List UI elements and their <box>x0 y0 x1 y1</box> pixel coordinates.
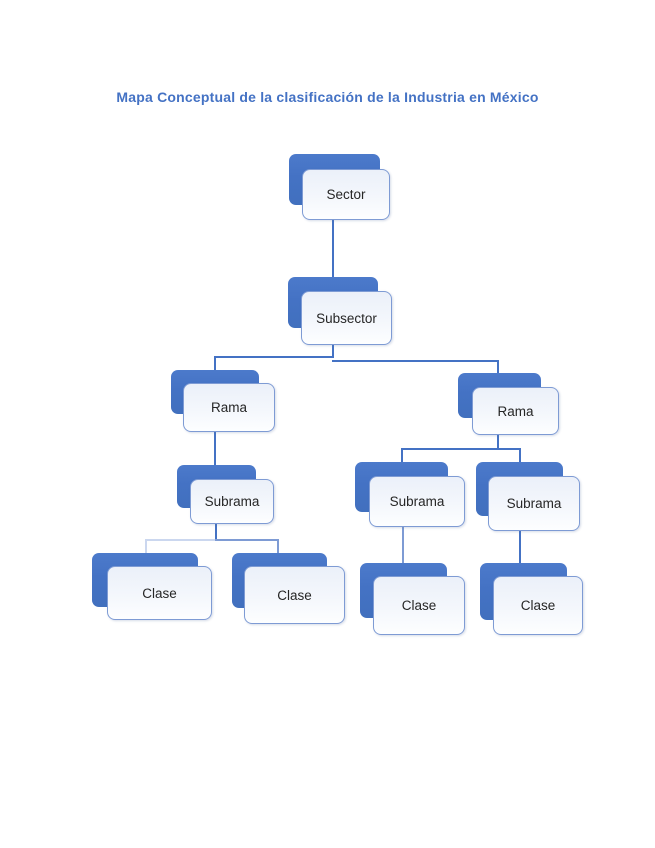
node-label: Subrama <box>506 496 562 511</box>
page-title: Mapa Conceptual de la clasificación de l… <box>116 89 539 105</box>
node-label: Subrama <box>389 494 445 509</box>
connector-drop-clase-left-1 <box>145 539 147 566</box>
connector-subrama1-clase1 <box>402 510 404 575</box>
node-rama-left: Rama <box>171 370 275 432</box>
node-clase-right-1: Clase <box>360 563 465 635</box>
node-rama-right: Rama <box>458 373 559 435</box>
node-label: Subrama <box>204 494 260 509</box>
node-subsector: Subsector <box>288 277 392 345</box>
node-subrama-right-2: Subrama <box>476 462 580 531</box>
node-clase-left-2: Clase <box>232 553 345 624</box>
node-label-box: Clase <box>373 576 465 635</box>
node-label-box: Clase <box>107 566 212 620</box>
node-label: Rama <box>497 403 534 419</box>
node-label: Clase <box>142 585 177 601</box>
node-label-box: Rama <box>472 387 559 435</box>
node-label-box: Clase <box>244 566 345 624</box>
node-label: Clase <box>520 598 556 613</box>
node-label: Clase <box>401 598 437 613</box>
connector-subsector-branch-left <box>214 356 334 358</box>
node-label-box: Subsector <box>301 291 392 345</box>
connector-rama-left-subrama-left <box>214 415 216 480</box>
node-clase-right-2: Clase <box>480 563 583 635</box>
connector-drop-subrama-right-2 <box>519 448 521 474</box>
connector-subrama-branch-right <box>401 448 521 450</box>
node-subrama-left: Subrama <box>177 465 274 524</box>
node-label: Clase <box>277 587 312 603</box>
node-sector: Sector <box>289 154 390 220</box>
connector-drop-clase-left-2 <box>277 539 279 566</box>
node-label-box: Subrama <box>488 476 580 531</box>
node-label-box: Subrama <box>369 476 465 527</box>
connector-subsector-branch-right <box>332 360 499 362</box>
node-label: Rama <box>210 400 247 415</box>
node-label-box: Sector <box>302 169 390 220</box>
node-label-box: Subrama <box>190 479 274 524</box>
connector-subrama2-clase2 <box>519 510 521 575</box>
node-subrama-right-1: Subrama <box>355 462 465 527</box>
connector-drop-subrama-right-1 <box>401 448 403 474</box>
node-label-box: Clase <box>493 576 583 635</box>
connector-sector-subsector <box>332 200 334 290</box>
connector-clase-branch-left <box>145 539 217 541</box>
node-label: Subsector <box>316 310 377 326</box>
node-label-box: Rama <box>183 383 275 432</box>
connector-rama-right-stem <box>497 425 499 450</box>
node-label: Sector <box>326 187 366 202</box>
connector-clase-branch-right <box>215 539 279 541</box>
node-clase-left-1: Clase <box>92 553 212 620</box>
